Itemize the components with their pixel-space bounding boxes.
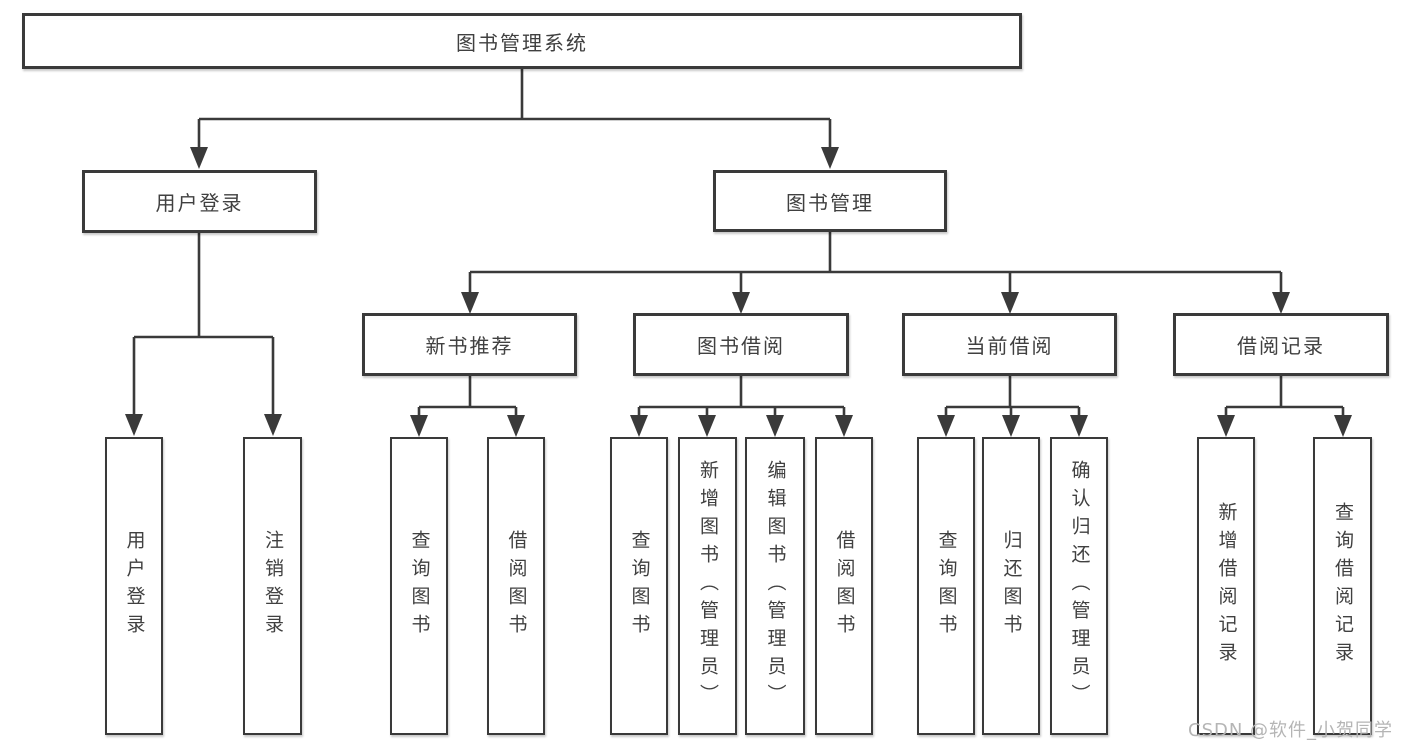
leaf-recommend-borrow-books: 借阅图书 bbox=[487, 437, 545, 735]
leaf-borrow-borrow-books-label: 借阅图书 bbox=[833, 530, 856, 642]
node-book-management: 图书管理 bbox=[713, 170, 947, 232]
node-current-borrow-label: 当前借阅 bbox=[965, 334, 1054, 358]
leaf-add-borrow-record-label: 新增借阅记录 bbox=[1215, 502, 1238, 670]
leaf-edit-book-admin: 编辑图书（管理员） bbox=[745, 437, 805, 735]
leaf-return-book: 归还图书 bbox=[982, 437, 1040, 735]
node-book-borrow: 图书借阅 bbox=[633, 313, 849, 376]
leaf-user-login: 用户登录 bbox=[105, 437, 163, 735]
arrow-down-icon bbox=[937, 415, 955, 437]
arrow-down-icon bbox=[698, 415, 716, 437]
leaf-borrow-query-books: 查询图书 bbox=[610, 437, 668, 735]
arrow-down-icon bbox=[264, 414, 282, 436]
node-book-management-label: 图书管理 bbox=[786, 190, 874, 215]
csdn-watermark: CSDN @软件_小贺同学 bbox=[1188, 720, 1394, 741]
node-new-book-recommend-label: 新书推荐 bbox=[425, 334, 514, 358]
arrow-down-icon bbox=[1217, 415, 1235, 437]
leaf-confirm-return-admin-label: 确认归还（管理员） bbox=[1068, 460, 1091, 712]
arrow-down-icon bbox=[835, 415, 853, 437]
node-borrow-records: 借阅记录 bbox=[1173, 313, 1389, 376]
leaf-query-borrow-record-label: 查询借阅记录 bbox=[1332, 502, 1354, 670]
arrow-down-icon bbox=[766, 415, 784, 437]
node-user-login: 用户登录 bbox=[82, 170, 317, 233]
leaf-current-query-books: 查询图书 bbox=[917, 437, 975, 735]
arrow-down-icon bbox=[410, 415, 428, 437]
arrow-down-icon bbox=[1001, 292, 1019, 314]
leaf-return-book-label: 归还图书 bbox=[1000, 530, 1023, 642]
node-current-borrow: 当前借阅 bbox=[902, 313, 1117, 376]
arrow-down-icon bbox=[1334, 415, 1352, 437]
arrow-down-icon bbox=[461, 292, 479, 314]
leaf-recommend-query-books-label: 查询图书 bbox=[408, 530, 431, 642]
leaf-recommend-query-books: 查询图书 bbox=[390, 437, 448, 735]
leaf-logout: 注销登录 bbox=[243, 437, 302, 735]
leaf-borrow-query-books-label: 查询图书 bbox=[628, 530, 651, 642]
arrow-down-icon bbox=[1002, 415, 1020, 437]
node-user-login-label: 用户登录 bbox=[155, 191, 244, 215]
arrow-down-icon bbox=[732, 292, 750, 314]
arrow-down-icon bbox=[190, 147, 208, 169]
leaf-add-book-admin: 新增图书（管理员） bbox=[678, 437, 737, 735]
arrow-down-icon bbox=[630, 415, 648, 437]
arrow-down-icon bbox=[821, 147, 839, 169]
node-borrow-records-label: 借阅记录 bbox=[1237, 334, 1325, 358]
node-root: 图书管理系统 bbox=[22, 13, 1022, 69]
node-book-borrow-label: 图书借阅 bbox=[697, 334, 785, 358]
node-new-book-recommend: 新书推荐 bbox=[362, 313, 577, 376]
leaf-borrow-borrow-books: 借阅图书 bbox=[815, 437, 873, 735]
leaf-logout-label: 注销登录 bbox=[262, 530, 284, 642]
leaf-edit-book-admin-label: 编辑图书（管理员） bbox=[764, 460, 787, 712]
arrow-down-icon bbox=[1272, 292, 1290, 314]
leaf-add-book-admin-label: 新增图书（管理员） bbox=[697, 460, 719, 712]
leaf-add-borrow-record: 新增借阅记录 bbox=[1197, 437, 1255, 735]
leaf-query-borrow-record: 查询借阅记录 bbox=[1313, 437, 1372, 735]
leaf-current-query-books-label: 查询图书 bbox=[935, 530, 958, 642]
node-root-label: 图书管理系统 bbox=[456, 30, 588, 55]
leaf-recommend-borrow-books-label: 借阅图书 bbox=[505, 530, 528, 642]
leaf-confirm-return-admin: 确认归还（管理员） bbox=[1050, 437, 1108, 735]
arrow-down-icon bbox=[1070, 415, 1088, 437]
arrow-down-icon bbox=[125, 414, 143, 436]
arrow-down-icon bbox=[507, 415, 525, 437]
leaf-user-login-label: 用户登录 bbox=[123, 530, 146, 642]
